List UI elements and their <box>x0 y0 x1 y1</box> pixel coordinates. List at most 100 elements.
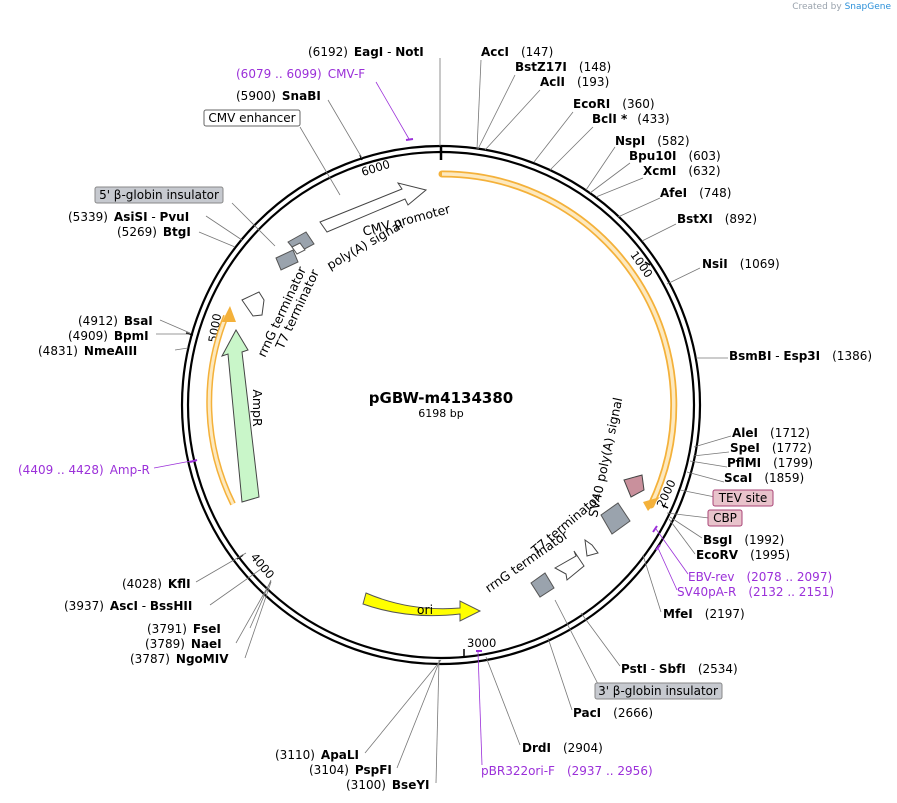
sv40-polya-box[interactable] <box>600 502 631 535</box>
leader-bsgi <box>669 516 703 539</box>
leader-pspfi <box>396 659 441 769</box>
tick-2000 <box>661 504 669 509</box>
leader-asci <box>209 568 262 606</box>
enzyme-ecorv-label[interactable]: EcoRV(1995) <box>696 548 790 562</box>
tick-1000 <box>644 261 651 266</box>
enzyme-nspi-label[interactable]: NspI(582) <box>615 134 690 148</box>
cmv-enhancer-box[interactable] <box>203 109 301 127</box>
enzyme-psti-label[interactable]: PstI - SbfI(2534) <box>621 662 738 676</box>
enzyme-bpmi-label[interactable]: (4909)BpmI <box>68 329 149 343</box>
enzyme-pspfi-label[interactable]: (3104)PspFI <box>309 763 392 777</box>
leader-lines <box>156 58 732 784</box>
ampr-label: AmpR <box>250 389 265 427</box>
leader-paci <box>547 637 573 711</box>
leader-sv40pa-r <box>657 547 678 591</box>
polya-arrow-small[interactable] <box>291 242 306 255</box>
enzyme-nmeaiii-label[interactable]: (4831)NmeAIII <box>38 344 137 358</box>
cds-arc-fill <box>441 172 676 506</box>
enzyme-alei-label[interactable]: AleI(1712) <box>732 426 810 440</box>
enzyme-naei-label[interactable]: (3789)NaeI <box>145 637 222 651</box>
leader-tev <box>679 489 716 498</box>
tev-site-feature[interactable] <box>623 474 645 498</box>
leader-bsai <box>159 319 191 334</box>
enzyme-fsei-label[interactable]: (3791)FseI <box>147 622 221 636</box>
enzyme-labels: (6192)EagI - NotI AccI(147) BstZ17I(148)… <box>38 45 872 792</box>
enzyme-spei-label[interactable]: SpeI(1772) <box>730 441 812 455</box>
cmv-f-marker <box>405 138 414 141</box>
cbp-label: CBP <box>713 511 737 525</box>
globin-5-box-b[interactable] <box>275 249 299 271</box>
enzyme-snabi-label[interactable]: (5900)SnaBI <box>236 89 321 103</box>
enzyme-xcmi-label[interactable]: XcmI(632) <box>643 164 721 178</box>
leader-mfei <box>642 554 662 613</box>
enzyme-ecori-label[interactable]: EcoRI(360) <box>573 97 655 111</box>
enzyme-bseyi-label[interactable]: (3100)BseYI <box>346 778 430 792</box>
enzyme-acci-label[interactable]: AccI(147) <box>481 45 553 59</box>
enzyme-mfei-label[interactable]: MfeI(2197) <box>663 607 745 621</box>
enzyme-pflmi-label[interactable]: PflMI(1799) <box>727 456 813 470</box>
ori-feature[interactable] <box>362 592 482 622</box>
amp-r-marker <box>189 459 198 463</box>
enzyme-apali-label[interactable]: (3110)ApaLI <box>275 748 359 762</box>
globin-3-label: 3' β-globin insulator <box>598 684 718 698</box>
tick-label-6000: 6000 <box>359 157 391 179</box>
enzyme-bsmbi-label[interactable]: BsmBI - Esp3I(1386) <box>729 349 872 363</box>
enzyme-kfli-label[interactable]: (4028)KflI <box>122 577 191 591</box>
enzyme-asci-label[interactable]: (3937)AscI - BssHII <box>64 599 192 613</box>
leader-naei <box>235 580 272 644</box>
enzyme-eagi-label[interactable]: (6192)EagI - NotI <box>308 45 424 59</box>
cds-arc-arrowhead <box>643 497 660 511</box>
ebv-rev-marker <box>652 525 658 533</box>
enzyme-afei-label[interactable]: AfeI(748) <box>660 186 731 200</box>
ori-label: ori <box>417 602 433 617</box>
ampr-feature[interactable] <box>220 328 260 503</box>
plasmid-length: 6198 bp <box>418 407 463 420</box>
leader-acci <box>476 59 482 150</box>
enzyme-ngomiv-label[interactable]: (3787)NgoMIV <box>130 652 229 666</box>
leader-cmv-enhancer <box>299 126 341 196</box>
primer-sv40pa-r-label[interactable]: SV40pA-R(2132 .. 2151) <box>677 585 834 599</box>
enzyme-drdi-label[interactable]: DrdI(2904) <box>522 741 603 755</box>
leader-cmv-f <box>375 81 410 140</box>
enzyme-bpu10i-label[interactable]: Bpu10I(603) <box>629 149 721 163</box>
leader-bpu10i <box>589 162 631 194</box>
leader-ecori <box>533 111 574 163</box>
globin-3-label-box[interactable] <box>594 682 723 700</box>
leader-acli <box>484 89 541 151</box>
enzyme-bstz17i-label[interactable]: BstZ17I(148) <box>515 60 611 74</box>
primer-labels: (6079 .. 6099)CMV-F (4409 .. 4428)Amp-R … <box>18 67 834 778</box>
enzyme-bsai-label[interactable]: (4912)BsaI <box>78 314 153 328</box>
leader-globin-3 <box>554 599 599 685</box>
tick-label-4000: 4000 <box>248 550 278 581</box>
leader-ebv-rev <box>655 528 689 575</box>
primer-amp-r-label[interactable]: (4409 .. 4428)Amp-R <box>18 463 150 477</box>
enzyme-nsii-label[interactable]: NsiI(1069) <box>702 257 780 271</box>
globin-5-label-box[interactable] <box>94 186 224 204</box>
leader-apali <box>364 659 442 754</box>
enzyme-asisi-label[interactable]: (5339)AsiSI - PvuI <box>68 210 189 224</box>
enzyme-btgi-label[interactable]: (5269)BtgI <box>117 225 191 239</box>
primer-leader-lines <box>153 81 689 766</box>
leader-spei <box>692 451 730 457</box>
primer-ebv-rev-label[interactable]: EBV-rev(2078 .. 2097) <box>688 570 832 584</box>
rrng-terminator-arrow-bottom[interactable] <box>553 550 585 581</box>
enzyme-scai-label[interactable]: ScaI(1859) <box>724 471 804 485</box>
leader-amp-r <box>153 460 192 469</box>
primer-cmv-f-label[interactable]: (6079 .. 6099)CMV-F <box>236 67 365 81</box>
t7-terminator-arrow-bottom[interactable] <box>584 538 599 557</box>
enzyme-bsgi-label[interactable]: BsgI(1992) <box>703 533 784 547</box>
cbp-label-box[interactable] <box>707 509 743 527</box>
globin-3-box[interactable] <box>530 572 555 598</box>
enzyme-acli-label[interactable]: AclI(193) <box>540 75 609 89</box>
rrng-terminator-arrow-top[interactable] <box>241 291 265 317</box>
cmv-promoter-arrow[interactable] <box>319 182 428 233</box>
enzyme-bstxi-label[interactable]: BstXI(892) <box>677 212 757 226</box>
cmv-enhancer-label: CMV enhancer <box>208 111 295 125</box>
enzyme-bcli-label[interactable]: BclI *(433) <box>592 112 670 126</box>
leader-ecorv <box>668 518 696 555</box>
ampr-outline-arrowhead <box>222 306 236 322</box>
enzyme-paci-label[interactable]: PacI(2666) <box>573 706 653 720</box>
primer-pbr322ori-f-label[interactable]: pBR322ori-F(2937 .. 2956) <box>481 764 653 778</box>
leader-cbp <box>666 512 710 519</box>
tev-site-label-box[interactable] <box>712 489 774 507</box>
